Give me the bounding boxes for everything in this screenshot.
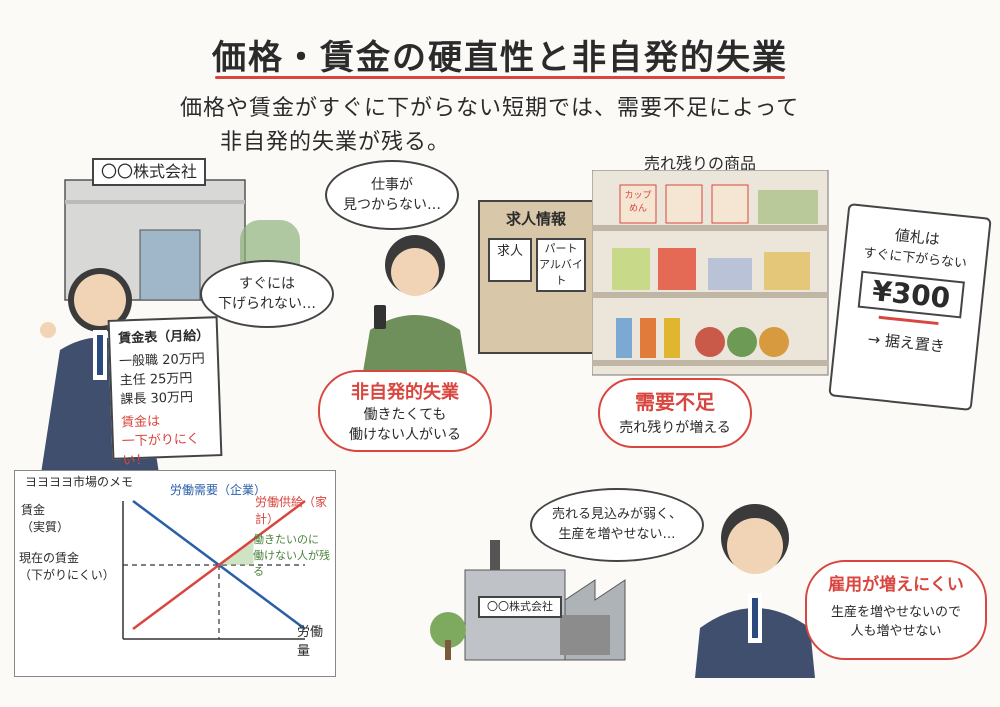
shop-shelf-picture — [592, 170, 829, 376]
jobseeker-thought-line-2: 見つからない… — [343, 197, 441, 213]
employer-caption-title: 雇用が増えにくい — [828, 575, 964, 595]
part-time-card: パート アルバイト — [536, 238, 586, 292]
factory-thought-line-2: 生産を増やせない… — [558, 527, 676, 542]
price-underline — [878, 315, 939, 326]
factory-thought-line-1: 売れる見込みが弱く、 — [551, 507, 682, 522]
jobseeker-caption-line-1: 働きたくても — [363, 407, 447, 423]
manager-speech-bubble: すぐには下げられない… — [200, 260, 334, 328]
gap-note-line-2: 働けない人が残る — [253, 549, 330, 578]
gap-note: 働きたいのに 働けない人が残る — [253, 531, 335, 579]
chart-panel: ヨヨヨヨ市場のメモ 賃金 （実質） 現在の賃金 （下がりにくい） 労働需要（企業… — [14, 470, 336, 677]
subtitle-line-1: 価格や賃金がすぐに下がらない短期では、需要不足によって — [180, 96, 800, 121]
chart-memo-header: ヨヨヨヨ市場のメモ — [25, 475, 134, 489]
part-time-card-line-2: アルバイト — [539, 258, 583, 287]
current-wage-label: 現在の賃金 （下がりにくい） — [19, 549, 115, 583]
wage-table-title: 賃金表（月給） — [118, 328, 210, 347]
subtitle-line-2: 非自発的失業が残る。 — [220, 130, 451, 155]
chart-ylabel: 賃金 （実質） — [21, 501, 69, 535]
jobseeker-caption: 非自発的失業 働きたくても 働けない人がいる — [318, 370, 492, 452]
manager-speech-line-1: すぐには — [239, 276, 295, 292]
job-board-title: 求人情報 — [505, 210, 566, 228]
cup-label-line-1: カップ — [624, 191, 652, 201]
jobseeker-figure — [360, 235, 470, 390]
factory-sign: 〇〇株式会社 — [478, 596, 562, 618]
manager-speech-line-2: 下げられない… — [218, 296, 316, 312]
wage-table-note-line-2: 一下がりにくい！ — [121, 431, 200, 469]
wage-role: 主任 — [119, 372, 146, 389]
employer-caption-line-2: 人も増やせない — [850, 624, 942, 639]
cup-label-line-2: めん — [628, 204, 647, 214]
wage-table-board: 賃金表（月給） 一般職 20万円 主任 25万円 課長 30万円 賃金は 一下が… — [107, 316, 223, 469]
current-wage-line-2: （下がりにくい） — [19, 568, 115, 582]
jobseeker-caption-line-2: 働けない人がいる — [349, 427, 461, 443]
office-sign: 〇〇株式会社 — [92, 158, 206, 186]
page-title: 価格・賃金の硬直性と非自発的失業 — [212, 38, 788, 78]
price-tag-note: → 据え置き — [866, 329, 946, 356]
labor-market-chart — [122, 499, 306, 640]
cup-noodle-label: カップ めん — [621, 188, 655, 214]
wage-role: 課長 — [120, 391, 147, 408]
price-value: ¥300 — [857, 270, 965, 319]
jobseeker-thought-bubble: 仕事が見つからない… — [325, 160, 459, 230]
factory-thought-bubble: 売れる見込みが弱く、生産を増やせない… — [530, 488, 704, 562]
wage-table-row: 一般職 20万円 — [118, 347, 210, 370]
supply-series-label: 労働供給（家計） — [255, 495, 328, 526]
worried-employer-figure — [695, 504, 815, 678]
jobseeker-thought-line-1: 仕事が — [371, 177, 413, 193]
price-tag: 値札は すぐに下がらない ¥300 → 据え置き — [828, 203, 992, 411]
part-time-card-line-1: パート — [544, 242, 578, 255]
gap-note-line-1: 働きたいのに — [253, 533, 319, 546]
subtitle: 価格や賃金がすぐに下がらない短期では、需要不足によって 非自発的失業が残る。 — [180, 92, 820, 160]
employer-caption: 雇用が増えにくい 生産を増やせないので 人も増やせない — [805, 560, 987, 660]
wage-amount: 25万円 — [149, 371, 193, 388]
current-wage-line-1: 現在の賃金 — [19, 551, 80, 565]
wage-role: 一般職 — [118, 353, 159, 370]
labor-supply-line — [132, 499, 306, 631]
job-board: 求人情報 求人 パート アルバイト — [478, 200, 594, 354]
ylabel-line-2: （実質） — [21, 520, 70, 534]
shop-caption-line-1: 売れ残りが増える — [619, 420, 731, 436]
wage-amount: 30万円 — [150, 390, 194, 407]
jobseeker-caption-title: 非自発的失業 — [351, 382, 459, 403]
shop-caption-title: 需要不足 — [635, 390, 715, 414]
shop-caption: 需要不足 売れ残りが増える — [598, 378, 752, 448]
chart-xlabel: 労働量 — [297, 625, 324, 659]
demand-series-label: 労働需要（企業） — [170, 483, 267, 497]
shelf-label: 売れ残りの商品 — [643, 154, 756, 173]
ylabel-line-1: 賃金 — [21, 503, 46, 517]
wage-amount: 20万円 — [161, 351, 205, 369]
title-underline — [215, 76, 785, 79]
employer-caption-line-1: 生産を増やせないので — [830, 605, 961, 620]
job-card: 求人 — [488, 238, 532, 282]
wage-table-row: 課長 30万円 — [120, 385, 211, 408]
